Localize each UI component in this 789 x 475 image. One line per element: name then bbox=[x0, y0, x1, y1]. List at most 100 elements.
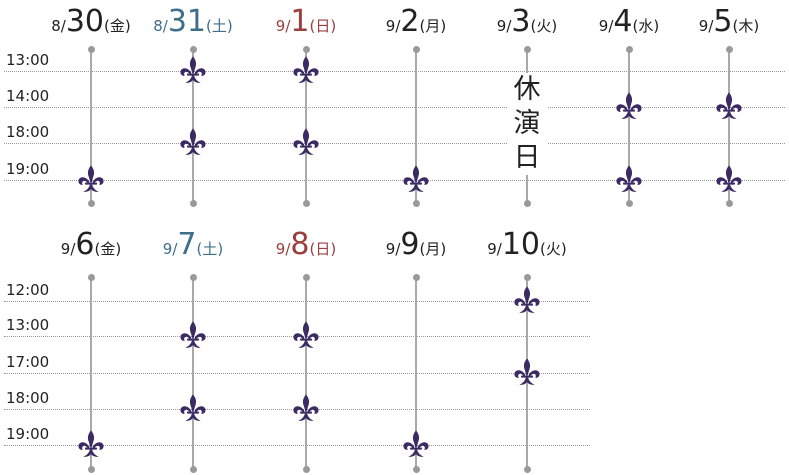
date-day: 1 bbox=[290, 4, 310, 39]
date-month: 9/ bbox=[60, 240, 76, 258]
time-label: 18:00 bbox=[6, 389, 50, 407]
time-gridline bbox=[4, 107, 785, 108]
day-header: 9/10(火) bbox=[467, 230, 587, 260]
date-weekday: (火) bbox=[540, 240, 567, 258]
fleur-de-lis-icon[interactable] bbox=[715, 165, 743, 195]
day-header: 9/9(月) bbox=[356, 230, 476, 260]
day-timeline bbox=[305, 49, 307, 203]
fleur-de-lis-icon[interactable] bbox=[715, 92, 743, 122]
date-month: 9/ bbox=[698, 17, 714, 35]
date-weekday: (日) bbox=[309, 17, 337, 35]
fleur-de-lis-icon[interactable] bbox=[292, 321, 320, 351]
fleur-de-lis-icon[interactable] bbox=[615, 92, 643, 122]
day-header: 9/5(木) bbox=[669, 7, 789, 37]
fleur-de-lis-icon[interactable] bbox=[513, 286, 541, 316]
timeline-end-dot bbox=[725, 45, 733, 53]
timeline-end-dot bbox=[523, 273, 531, 281]
date-weekday: (木) bbox=[732, 17, 760, 35]
date-weekday: (金) bbox=[104, 17, 131, 35]
day-header: 8/31(土) bbox=[133, 7, 253, 37]
time-gridline bbox=[4, 445, 590, 446]
date-month: 8/ bbox=[51, 17, 66, 35]
closed-day-label: 休演日 bbox=[507, 73, 547, 175]
timeline-end-dot bbox=[625, 199, 633, 207]
date-weekday: (月) bbox=[419, 240, 447, 258]
day-header: 9/8(日) bbox=[246, 230, 366, 260]
date-day: 10 bbox=[501, 227, 541, 262]
timeline-end-dot bbox=[523, 465, 531, 473]
closed-day-char: 演 bbox=[513, 108, 541, 139]
date-weekday: (日) bbox=[309, 240, 337, 258]
fleur-de-lis-icon[interactable] bbox=[513, 358, 541, 388]
date-month: 9/ bbox=[275, 17, 291, 35]
date-month: 9/ bbox=[385, 17, 401, 35]
timeline-end-dot bbox=[189, 45, 197, 53]
date-weekday: (水) bbox=[632, 17, 660, 35]
day-header: 9/3(火) bbox=[467, 7, 587, 37]
fleur-de-lis-icon[interactable] bbox=[402, 430, 430, 460]
fleur-de-lis-icon[interactable] bbox=[292, 394, 320, 424]
date-day: 3 bbox=[511, 4, 531, 39]
fleur-de-lis-icon[interactable] bbox=[179, 128, 207, 158]
timeline-end-dot bbox=[412, 199, 420, 207]
day-timeline bbox=[192, 277, 194, 469]
day-timeline bbox=[305, 277, 307, 469]
day-header: 9/1(日) bbox=[246, 7, 366, 37]
time-gridline bbox=[4, 143, 785, 144]
fleur-de-lis-icon[interactable] bbox=[292, 128, 320, 158]
date-day: 4 bbox=[613, 4, 633, 39]
time-label: 19:00 bbox=[6, 160, 50, 178]
timeline-end-dot bbox=[302, 465, 310, 473]
day-header: 9/7(土) bbox=[133, 230, 253, 260]
day-header: 8/30(金) bbox=[31, 7, 151, 37]
time-label: 13:00 bbox=[6, 51, 50, 69]
date-weekday: (金) bbox=[94, 240, 122, 258]
fleur-de-lis-icon[interactable] bbox=[615, 165, 643, 195]
date-weekday: (土) bbox=[196, 240, 224, 258]
date-month: 9/ bbox=[487, 240, 502, 258]
date-day: 30 bbox=[65, 4, 105, 39]
time-gridline bbox=[4, 71, 785, 72]
timeline-end-dot bbox=[189, 273, 197, 281]
fleur-de-lis-icon[interactable] bbox=[179, 56, 207, 86]
date-day: 7 bbox=[177, 227, 197, 262]
timeline-end-dot bbox=[302, 45, 310, 53]
day-header: 9/6(金) bbox=[31, 230, 151, 260]
timeline-end-dot bbox=[725, 199, 733, 207]
timeline-end-dot bbox=[189, 465, 197, 473]
closed-day-char: 日 bbox=[513, 142, 541, 173]
fleur-de-lis-icon[interactable] bbox=[292, 56, 320, 86]
date-month: 9/ bbox=[496, 17, 512, 35]
day-timeline bbox=[90, 49, 92, 203]
fleur-de-lis-icon[interactable] bbox=[77, 430, 105, 460]
timeline-end-dot bbox=[523, 199, 531, 207]
timeline-end-dot bbox=[87, 273, 95, 281]
timeline-end-dot bbox=[302, 273, 310, 281]
date-month: 8/ bbox=[153, 17, 168, 35]
time-label: 13:00 bbox=[6, 316, 50, 334]
timeline-end-dot bbox=[302, 199, 310, 207]
time-label: 19:00 bbox=[6, 425, 50, 443]
fleur-de-lis-icon[interactable] bbox=[179, 394, 207, 424]
timeline-end-dot bbox=[87, 465, 95, 473]
day-timeline bbox=[192, 49, 194, 203]
day-timeline bbox=[415, 277, 417, 469]
date-day: 6 bbox=[75, 227, 95, 262]
date-month: 9/ bbox=[275, 240, 291, 258]
date-month: 9/ bbox=[162, 240, 178, 258]
day-header: 9/4(水) bbox=[569, 7, 689, 37]
day-timeline bbox=[728, 49, 730, 203]
timeline-end-dot bbox=[412, 45, 420, 53]
day-timeline bbox=[415, 49, 417, 203]
date-day: 5 bbox=[713, 4, 733, 39]
fleur-de-lis-icon[interactable] bbox=[179, 321, 207, 351]
date-day: 8 bbox=[290, 227, 310, 262]
fleur-de-lis-icon[interactable] bbox=[77, 165, 105, 195]
time-label: 12:00 bbox=[6, 281, 50, 299]
timeline-end-dot bbox=[412, 465, 420, 473]
day-timeline bbox=[628, 49, 630, 203]
timeline-end-dot bbox=[523, 45, 531, 53]
fleur-de-lis-icon[interactable] bbox=[402, 165, 430, 195]
time-label: 14:00 bbox=[6, 87, 50, 105]
